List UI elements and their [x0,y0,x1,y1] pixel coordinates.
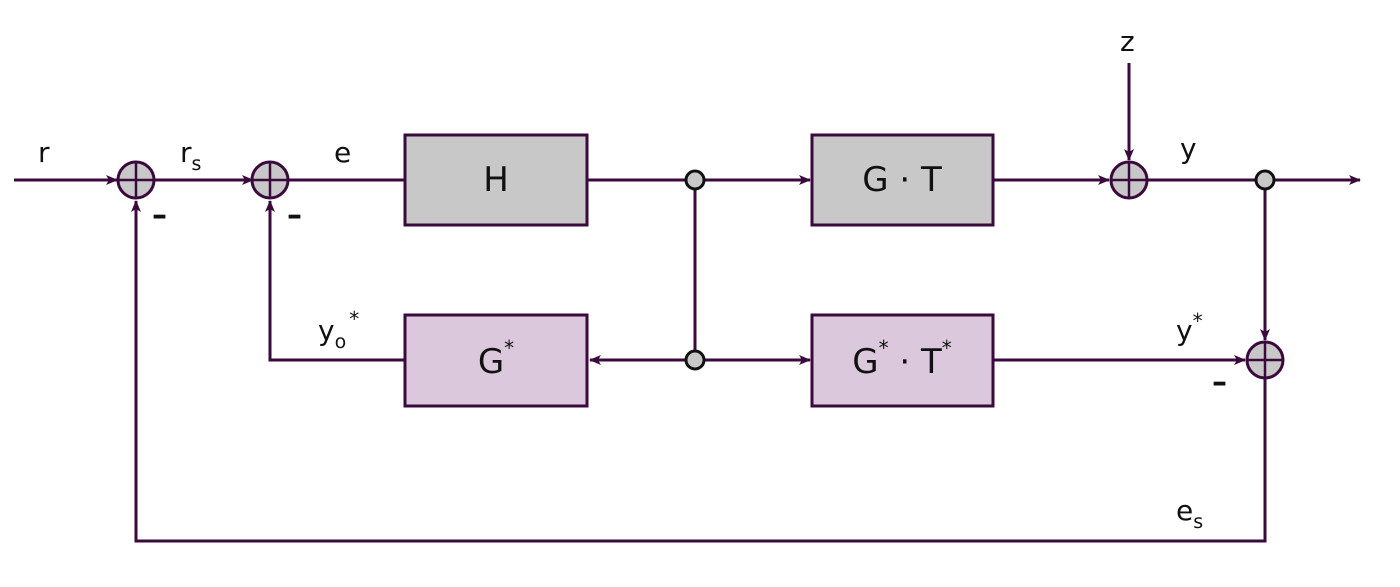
branch-point-output [1254,169,1276,191]
sign-sum2-minus: – [287,198,302,233]
block-h: H [403,133,589,227]
block-plant-label: G · T [862,160,942,200]
block-h-box [403,133,589,227]
plus-icon [118,162,154,198]
block-model: G* [403,313,589,408]
signal-label-y: y [1180,132,1197,165]
sum-junction-2 [250,160,290,200]
wire-es-feedback [131,200,1267,543]
sum-junction-1 [116,160,156,200]
signal-label-r: r [38,136,50,169]
signal-label-ystar: y* [1176,309,1203,347]
sign-sum4-minus: – [1212,365,1227,400]
branch-point-lower [684,349,706,371]
signal-wires [14,63,1361,543]
signal-label-yo: yo* [318,307,359,353]
block-model-box [403,313,589,408]
block-model-delay-label: G* · T* [852,336,952,382]
block-plant: G · T [810,133,995,227]
branch-point-upper [684,169,706,191]
signal-label-e: e [334,136,351,169]
block-plant-box [810,133,995,227]
plus-icon [1247,342,1283,378]
block-model-label: G* [478,336,514,382]
sum-junction-3 [1109,160,1149,200]
block-model-delay: G* · T* [810,313,995,408]
plus-icon [252,162,288,198]
signal-label-rs: rs [180,136,201,175]
signal-label-z: z [1120,25,1135,58]
signal-label-es: es [1176,494,1203,533]
sign-sum1-minus: – [152,198,167,233]
plus-icon [1111,162,1147,198]
block-model-delay-box [810,313,995,408]
block-h-label: H [483,160,509,200]
wire-yo-feedback [265,200,405,362]
sum-junction-4 [1245,340,1285,380]
